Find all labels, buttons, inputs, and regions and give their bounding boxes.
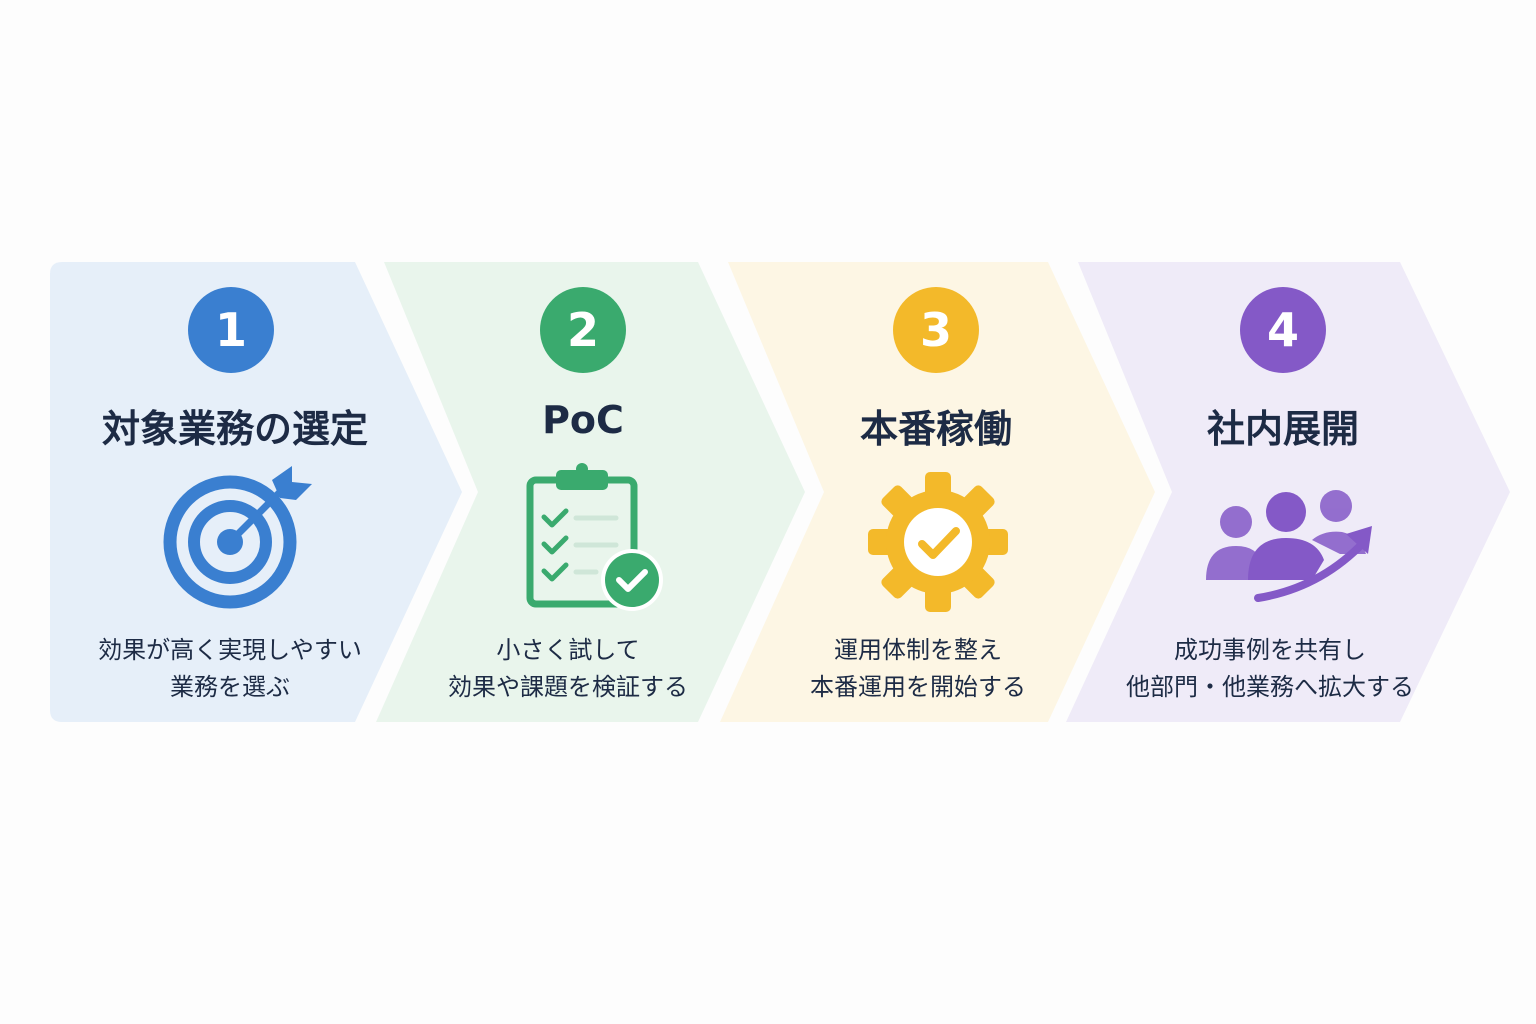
- team-growth-icon: [1200, 484, 1380, 608]
- step-1-title: 対象業務の選定: [101, 407, 368, 451]
- target-icon: [160, 462, 320, 616]
- step-1-description: 効果が高く実現しやすい 業務を選ぶ: [60, 632, 400, 706]
- step-4-chevron: [1066, 262, 1510, 722]
- step-3-title: 本番稼働: [859, 407, 1012, 451]
- step-4-title: 社内展開: [1206, 407, 1359, 451]
- step-4-desc-line-2: 他部門・他業務へ拡大する: [1126, 673, 1414, 701]
- gear-check-icon: [868, 472, 1008, 616]
- step-2-title: PoC: [542, 398, 624, 442]
- step-2-chevron: [376, 262, 805, 722]
- step-2-description: 小さく試して 効果や課題を検証する: [408, 632, 728, 706]
- step-2-desc-line-2: 効果や課題を検証する: [448, 673, 688, 701]
- step-4-description: 成功事例を共有し 他部門・他業務へ拡大する: [1105, 632, 1435, 706]
- step-2-number-badge: 2: [540, 287, 626, 373]
- step-1-desc-line-2: 業務を選ぶ: [170, 673, 290, 701]
- step-3-desc-line-1: 運用体制を整え: [834, 636, 1002, 664]
- step-1-desc-line-1: 効果が高く実現しやすい: [98, 636, 362, 664]
- step-3-desc-line-2: 本番運用を開始する: [810, 673, 1026, 701]
- step-4-desc-line-1: 成功事例を共有し: [1174, 636, 1366, 664]
- step-3-description: 運用体制を整え 本番運用を開始する: [768, 632, 1068, 706]
- step-2-desc-line-1: 小さく試して: [496, 636, 640, 664]
- step-1-number-badge: 1: [188, 287, 274, 373]
- step-3-number-badge: 3: [893, 287, 979, 373]
- clipboard-check-icon: [524, 462, 669, 616]
- step-4-number-badge: 4: [1240, 287, 1326, 373]
